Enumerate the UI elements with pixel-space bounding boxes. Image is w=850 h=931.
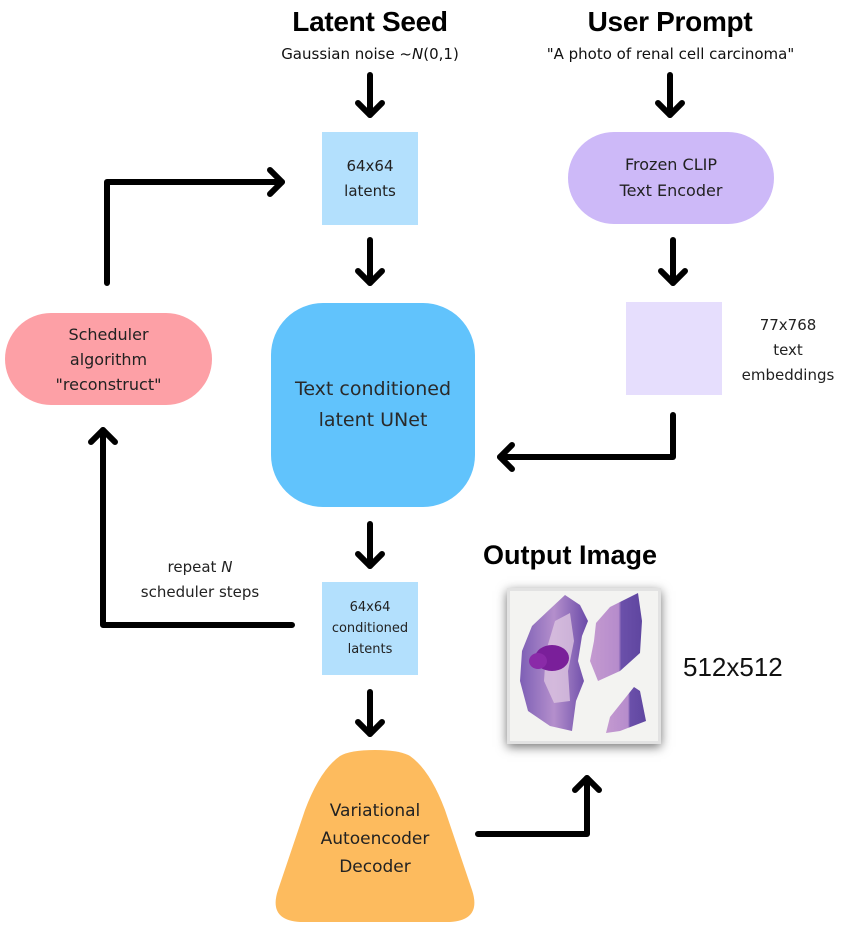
conditioned-latents-line2: conditioned xyxy=(331,621,409,636)
latent-seed-title: Latent Seed xyxy=(292,6,448,37)
latents-node: 64x64 latents xyxy=(322,132,418,225)
latent-seed-subtitle: Gaussian noise ~N(0,1) xyxy=(260,45,480,63)
output-image xyxy=(507,588,661,744)
conditioned-latents-line3: latents xyxy=(347,642,393,657)
clip-line1: Frozen CLIP xyxy=(625,155,717,174)
user-prompt-subtitle: "A photo of renal cell carcinoma" xyxy=(546,45,795,63)
scheduler-line2: algorithm xyxy=(69,349,148,369)
output-image-title: Output Image xyxy=(483,540,657,570)
loop-count-symbol: N xyxy=(221,558,233,576)
unet-line2: latent UNet xyxy=(318,409,428,431)
clip-line2: Text Encoder xyxy=(619,181,723,200)
vae-line2: Autoencoder xyxy=(320,829,430,849)
conditioned-latents-size: 64x64 xyxy=(349,600,391,615)
loop-label-line2: scheduler steps xyxy=(140,583,260,601)
tissue-fragment-right-bottom xyxy=(606,687,646,733)
arrow-clip-to-embeddings xyxy=(658,237,688,286)
clip-text-encoder-node: Frozen CLIP Text Encoder xyxy=(568,132,774,224)
latents-size: 64x64 xyxy=(346,156,394,175)
embeddings-line2: text xyxy=(773,341,803,359)
arrow-latents-to-unet xyxy=(355,237,385,286)
text-embeddings-node xyxy=(626,302,722,395)
conditioned-latents-node: 64x64 conditioned latents xyxy=(322,582,418,675)
embeddings-line3: embeddings xyxy=(741,366,835,384)
arrow-vae-to-output xyxy=(475,775,602,837)
histology-tissue-image xyxy=(520,593,646,733)
tissue-fragment-right-top xyxy=(590,593,642,681)
vae-line1: Variational xyxy=(329,801,421,821)
arrow-seed-to-latents xyxy=(355,72,385,118)
arrow-unet-to-conditioned xyxy=(355,521,385,569)
arrow-embeddings-to-unet xyxy=(497,412,676,472)
arrow-conditioned-to-vae xyxy=(355,689,385,737)
arrow-prompt-to-clip xyxy=(655,72,685,118)
user-prompt-title: User Prompt xyxy=(587,6,753,37)
latents-label: latents xyxy=(344,181,396,200)
latent-seed-subtitle-suffix: (0,1) xyxy=(423,45,459,63)
arrow-loop-to-scheduler xyxy=(88,427,295,628)
loop-label-line1: repeat N xyxy=(115,555,285,580)
embeddings-size: 77x768 xyxy=(759,316,817,334)
latent-seed-subtitle-prefix: Gaussian noise ~ xyxy=(281,45,413,63)
loop-label-prefix: repeat xyxy=(167,558,222,576)
normal-dist-symbol: N xyxy=(412,45,424,63)
scheduler-line1: Scheduler xyxy=(68,324,149,344)
arrow-scheduler-to-latents xyxy=(104,167,285,286)
unet-line1: Text conditioned xyxy=(294,378,452,400)
scheduler-line3: "reconstruct" xyxy=(55,374,162,394)
vae-decoder-node: Variational Autoencoder Decoder xyxy=(290,797,460,881)
text-embeddings-label: 77x768 text embeddings xyxy=(728,313,848,388)
vae-line3: Decoder xyxy=(339,857,411,877)
scheduler-node: Scheduler algorithm "reconstruct" xyxy=(5,313,212,405)
vae-decoder-shape xyxy=(275,750,475,922)
output-size-label: 512x512 xyxy=(683,652,783,682)
loop-label: repeat N scheduler steps xyxy=(115,555,285,605)
unet-node: Text conditioned latent UNet xyxy=(271,303,475,507)
